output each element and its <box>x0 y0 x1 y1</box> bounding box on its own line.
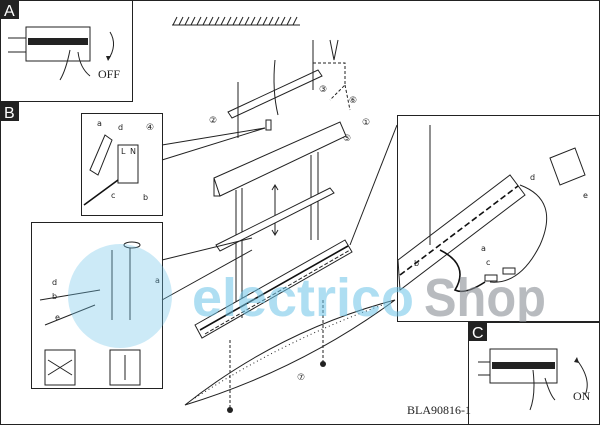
light-body <box>194 239 353 339</box>
canopy-channel <box>213 121 347 318</box>
ceiling-hatch <box>172 16 300 26</box>
callout-b-left: b <box>52 292 57 301</box>
callout-d-right: d <box>530 173 535 182</box>
callout-a-left: a <box>155 276 160 285</box>
callout-a-right: a <box>481 244 486 253</box>
step-5: ⑤ <box>343 134 351 144</box>
step-6: ⑥ <box>349 96 357 106</box>
panel-b-label: B <box>4 105 15 122</box>
terminal-block-inset: L N <box>81 113 266 216</box>
breaker-panel-on-icon <box>478 348 588 411</box>
panel-c: C ON <box>468 322 600 425</box>
callout-a: a <box>97 119 102 128</box>
step-7: ⑦ <box>297 373 305 383</box>
document-code: BLA90816-1 <box>407 403 471 417</box>
panel-a-label: A <box>4 3 15 20</box>
step-3: ③ <box>319 85 327 95</box>
watermark: electrico Shop <box>68 244 546 348</box>
step-4: ④ <box>146 123 154 133</box>
callout-e-left: e <box>55 313 60 322</box>
callout-c: c <box>111 191 115 200</box>
diffuser <box>184 299 396 413</box>
watermark-text-2: Shop <box>424 268 546 328</box>
callout-e-right: e <box>583 191 588 200</box>
on-label: ON <box>573 389 591 403</box>
suspension-bar <box>215 187 335 252</box>
watermark-text-1: electrico <box>192 268 414 328</box>
callout-d-left: d <box>52 278 57 287</box>
live-terminal-label: L <box>121 147 126 156</box>
off-label: OFF <box>98 67 120 81</box>
step-2: ② <box>209 116 217 126</box>
step-1: ① <box>362 118 370 128</box>
panel-c-label: C <box>472 325 484 342</box>
callout-d: d <box>118 123 123 132</box>
ceiling-bracket <box>227 39 351 138</box>
neutral-terminal-label: N <box>130 147 136 156</box>
panel-a: A OFF <box>0 0 133 102</box>
callout-b-right: b <box>414 259 419 268</box>
panel-b-label-box <box>0 102 19 121</box>
callout-b: b <box>143 193 148 202</box>
wiring-connector-inset <box>349 115 600 322</box>
panel-c-label-box <box>468 322 487 341</box>
panel-a-label-box <box>0 0 19 19</box>
suspension-adjust-inset <box>31 222 253 389</box>
callout-c-right: c <box>486 258 490 267</box>
breaker-panel-off-icon <box>8 26 114 81</box>
